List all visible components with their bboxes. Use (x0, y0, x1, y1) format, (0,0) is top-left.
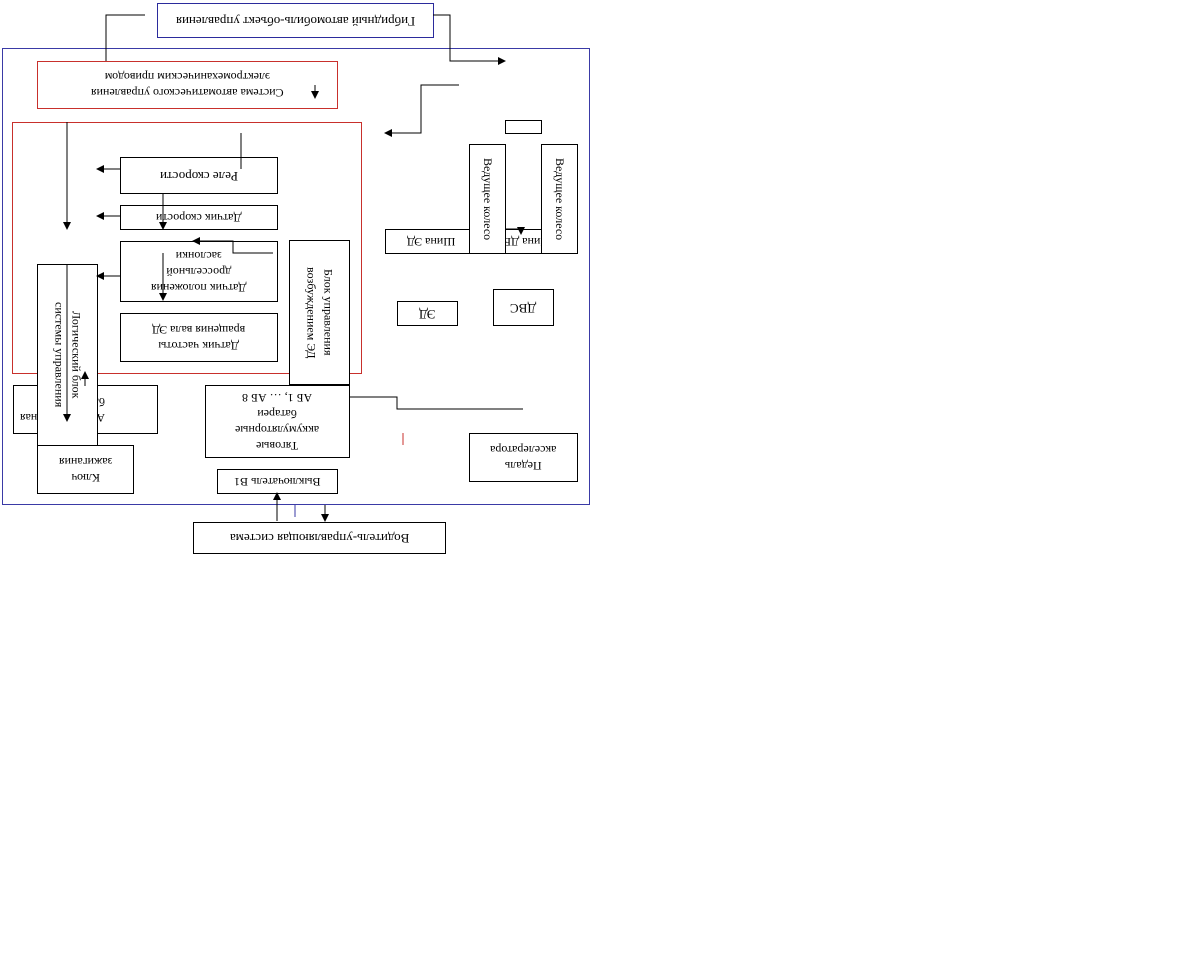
sensors-frame (12, 122, 362, 374)
throttle-sensor-label: Датчик положения дроссельной заслонки (151, 248, 247, 295)
drive-wheel-right-box: Ведущее колесо (541, 144, 578, 254)
switch-b1-label: Выключатель В1 (234, 474, 321, 489)
control-system-box: Система автоматического управления элект… (37, 61, 338, 109)
accelerator-pedal-label: Педаль акселератора (490, 442, 557, 473)
drive-wheel-right-label: Ведущее колесо (553, 157, 567, 241)
control-system-label: Система автоматического управления элект… (91, 70, 284, 100)
drive-wheel-left-box: Ведущее колесо (469, 144, 506, 254)
engine-box: ДВС (493, 289, 554, 326)
logic-unit-label: Логический блок системы управления (52, 302, 84, 408)
motor-box: ЭД (397, 301, 458, 326)
driver-box: Водитель-управляющая система (193, 522, 446, 554)
speed-sensor-box: Датчик скорости (120, 205, 278, 230)
engine-label: ДВС (510, 300, 537, 316)
ignition-key-label: Ключ зажигания (58, 454, 113, 485)
motor-label: ЭД (419, 306, 436, 322)
speed-relay-label: Реле скорости (160, 168, 238, 184)
motor-rpm-sensor-box: Датчик частоты вращения вала ЭД (120, 313, 278, 362)
drive-wheel-left-label: Ведущее колесо (481, 157, 495, 241)
transmission-box (505, 120, 542, 134)
speed-sensor-label: Датчик скорости (156, 210, 242, 225)
speed-relay-box: Реле скорости (120, 157, 278, 194)
throttle-sensor-box: Датчик положения дроссельной заслонки (120, 241, 278, 302)
control-loop-frame (2, 48, 590, 505)
motor-bus-box: Шина ЭД (385, 229, 477, 254)
motor-bus-label: Шина ЭД (406, 234, 456, 249)
accelerator-pedal-box: Педаль акселератора (469, 433, 578, 482)
switch-b1-box: Выключатель В1 (217, 469, 338, 494)
driver-label: Водитель-управляющая система (229, 531, 410, 546)
traction-batteries-label: Тяговые аккумуляторные батареи АБ 1, … А… (235, 390, 320, 453)
ignition-key-box: Ключ зажигания (37, 445, 134, 494)
excitation-unit-label: Блок управления возбуждением ЭД (304, 266, 336, 359)
motor-rpm-sensor-label: Датчик частоты вращения вала ЭД (152, 322, 246, 353)
logic-unit-box: Логический блок системы управления (37, 264, 98, 446)
traction-batteries-box: Тяговые аккумуляторные батареи АБ 1, … А… (205, 385, 350, 458)
controlled-object-label: Гибридный автомобиль-объект управления (175, 13, 416, 29)
excitation-unit-box: Блок управления возбуждением ЭД (289, 240, 350, 385)
controlled-object-box: Гибридный автомобиль-объект управления (157, 3, 434, 38)
